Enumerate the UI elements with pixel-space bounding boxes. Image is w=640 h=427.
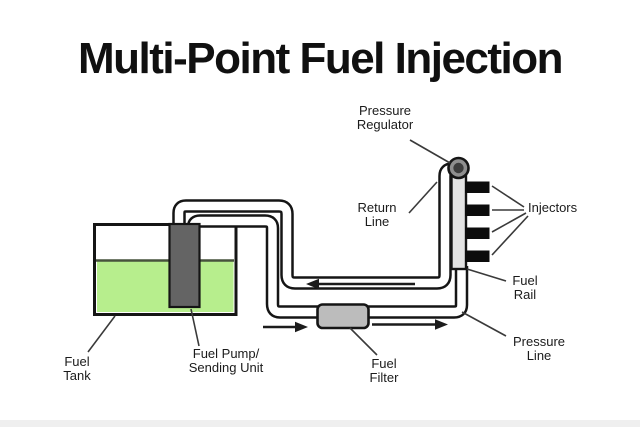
fuel-filter-shape — [316, 303, 370, 330]
fuel-rail-shape — [450, 170, 468, 271]
injector-4-leader — [491, 215, 529, 256]
return-line-leader — [408, 181, 438, 214]
label-text: Return — [357, 200, 397, 215]
label-pressure-line: Pressure Line — [494, 334, 584, 364]
injector-1-leader — [491, 185, 525, 208]
label-text: Fuel — [371, 356, 397, 371]
bottom-edge-strip — [0, 420, 640, 427]
label-injectors: Injectors — [528, 200, 598, 215]
label-text: Regulator — [356, 117, 414, 133]
injector-1 — [465, 181, 490, 193]
return-flow-arrowhead-left — [306, 278, 319, 290]
return-line-pipe-bore — [174, 164, 459, 288]
label-fuel-pump: Fuel Pump/ Sending Unit — [171, 346, 281, 376]
supply-flow-arrowhead1-right — [295, 321, 308, 333]
label-text: Fuel — [512, 273, 538, 288]
label-text: Line — [364, 214, 390, 230]
label-text: Sending Unit — [188, 360, 264, 376]
injector-2 — [465, 204, 490, 216]
label-return-line: Return Line — [330, 200, 424, 230]
pressure-regulator-leader — [409, 139, 451, 164]
label-pressure-regulator: Pressure Regulator — [330, 103, 440, 133]
label-fuel-rail: Fuel Rail — [495, 273, 555, 303]
fuel-level-fill — [97, 260, 234, 312]
supply-flow-arrowhead2-right — [435, 319, 448, 330]
fuel-pump-shape — [168, 222, 201, 309]
label-text: Fuel — [64, 354, 90, 369]
label-text: Pressure — [512, 334, 566, 349]
label-text: Tank — [63, 368, 91, 384]
page-title: Multi-Point Fuel Injection — [77, 34, 564, 83]
label-text: Fuel Pump/ — [192, 346, 260, 361]
leader-lines — [87, 139, 529, 356]
injector-3-leader — [491, 212, 527, 233]
fuel-tank-leader — [87, 315, 116, 353]
injector-3 — [465, 227, 490, 239]
flow-arrows — [263, 278, 448, 333]
pressure-line-leader — [461, 311, 507, 337]
label-text: Pressure — [358, 103, 412, 118]
fuel-rail-leader — [466, 268, 507, 282]
label-fuel-tank: Fuel Tank — [47, 354, 107, 384]
label-text: Injectors — [528, 200, 578, 215]
pressure-regulator-core — [453, 162, 464, 174]
fuel-filter-leader — [349, 327, 378, 356]
fuel-pump-leader — [190, 308, 200, 347]
label-text: Line — [526, 348, 552, 364]
injector-4 — [465, 250, 490, 262]
label-fuel-filter: Fuel Filter — [354, 356, 414, 386]
label-text: Filter — [369, 370, 399, 386]
pressure-line-pipe-bore — [189, 216, 466, 317]
label-text: Rail — [513, 287, 537, 303]
